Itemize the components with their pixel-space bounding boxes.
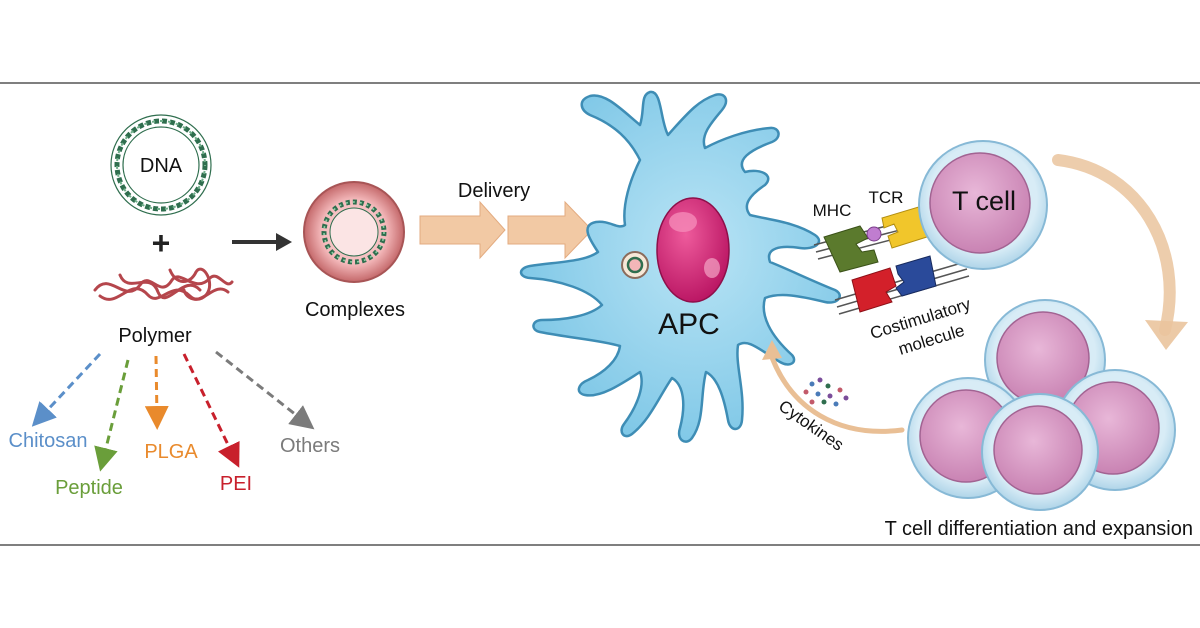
arrow-to-peptide <box>94 359 130 472</box>
polymer-label: Polymer <box>118 325 192 347</box>
t-cell <box>918 140 1048 270</box>
right-arrow-icon <box>232 233 292 251</box>
delivery-label: Delivery <box>458 180 530 202</box>
expansion-label: T cell differentiation and expansion <box>885 518 1193 540</box>
apc-nucleus <box>656 197 730 303</box>
mhc-molecule <box>823 225 879 273</box>
polymer-strand-icon <box>93 267 234 301</box>
polymer-label-peptide: Peptide <box>55 477 123 499</box>
complexes-label: Complexes <box>305 299 405 321</box>
expanded-t-cell-cluster <box>907 299 1176 511</box>
polymer-label-others: Others <box>280 435 340 457</box>
complex-nanoparticle-icon <box>303 181 405 283</box>
arrow-to-plga <box>144 355 169 430</box>
polymer-label-pei: PEI <box>220 473 252 495</box>
arrow-to-others <box>215 350 315 430</box>
plus-sign: + <box>152 225 171 261</box>
polymer-label-plga: PLGA <box>144 441 198 463</box>
expansion-curved-arrow-icon <box>1052 154 1188 350</box>
arrow-to-chitosan <box>31 352 102 427</box>
delivery-arrow-icon <box>419 200 593 260</box>
dna-label: DNA <box>140 155 183 177</box>
tcr-label: TCR <box>869 188 904 207</box>
antigen-peptide-icon <box>866 226 882 242</box>
polymer-label-chitosan: Chitosan <box>9 430 88 452</box>
costimulatory-receptor <box>895 255 937 297</box>
mhc-label: MHC <box>813 201 852 220</box>
apc-label: APC <box>658 308 720 341</box>
polymer-branch-arrows <box>31 350 315 472</box>
expanded-t-cell-center <box>981 393 1099 511</box>
cytokine-particles <box>803 377 849 407</box>
endocytosed-complex-icon <box>621 251 649 279</box>
dna-plasmid-icon <box>110 114 212 216</box>
t-cell-label: T cell <box>952 186 1016 216</box>
costimulatory-ligand <box>851 267 897 313</box>
cytokine-curved-arrow-icon <box>762 340 905 434</box>
arrow-to-pei <box>182 353 240 468</box>
